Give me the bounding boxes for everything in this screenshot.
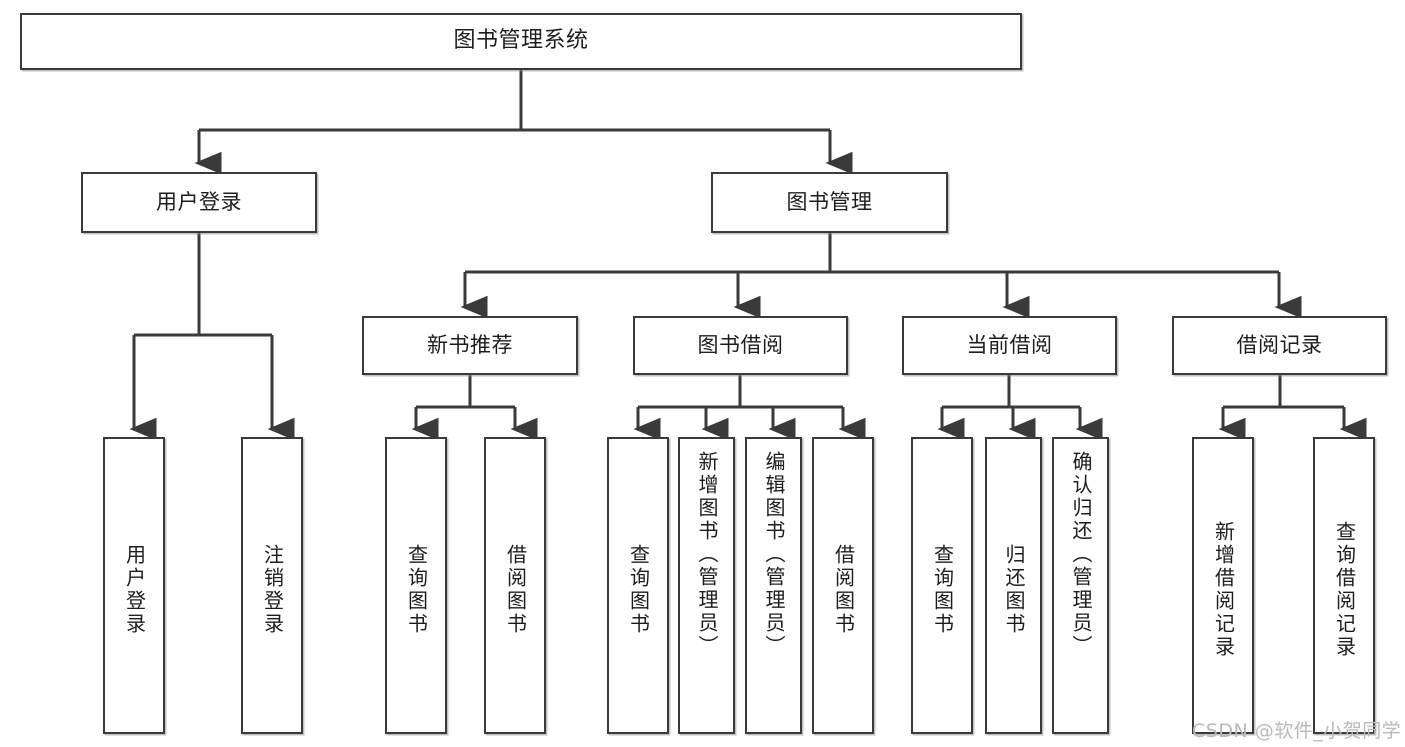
node-leaf-return-book[interactable]: 归还图书 — [985, 437, 1042, 734]
vtext-wrap: 查询图书 — [930, 447, 955, 732]
node-book-manage-label: 图书管理 — [786, 189, 873, 214]
vtext-wrap: 查询借阅记录 — [1332, 447, 1357, 732]
vtext-wrap: 注销登录 — [260, 447, 285, 732]
node-leaf-user-logout[interactable]: 注销登录 — [241, 437, 303, 734]
node-book-manage[interactable]: 图书管理 — [711, 172, 948, 233]
vtext-wrap: 查询图书 — [404, 447, 429, 732]
node-leaf-borrow-book-rec[interactable]: 借阅图书 — [484, 437, 546, 734]
node-leaf-borrow-book-rec-label: 借阅图书 — [503, 543, 528, 636]
node-leaf-query-borrow-record-label: 查询借阅记录 — [1332, 520, 1357, 659]
vtext-wrap: 借阅图书 — [503, 447, 528, 732]
node-leaf-edit-book-admin-label: 编辑图书（管理员） — [762, 451, 786, 658]
node-leaf-confirm-return-admin[interactable]: 确认归还（管理员） — [1052, 437, 1109, 734]
vtext-wrap: 归还图书 — [1002, 447, 1026, 732]
vtext-wrap: 编辑图书（管理员） — [762, 447, 786, 736]
node-leaf-borrow-book[interactable]: 借阅图书 — [812, 437, 874, 734]
vtext-wrap: 确认归还（管理员） — [1069, 447, 1093, 736]
node-leaf-query-book-current[interactable]: 查询图书 — [911, 437, 973, 734]
node-leaf-query-book-rec[interactable]: 查询图书 — [385, 437, 447, 734]
vtext-wrap: 借阅图书 — [831, 447, 856, 732]
node-borrow-record-label: 借阅记录 — [1236, 332, 1323, 357]
node-leaf-add-borrow-record[interactable]: 新增借阅记录 — [1192, 437, 1254, 734]
node-book-borrow[interactable]: 图书借阅 — [633, 316, 848, 375]
node-leaf-user-login-label: 用户登录 — [122, 543, 147, 636]
node-root[interactable]: 图书管理系统 — [20, 13, 1022, 70]
node-leaf-query-book-current-label: 查询图书 — [930, 543, 955, 636]
node-user-login-label: 用户登录 — [156, 189, 242, 214]
node-leaf-add-book-admin-label: 新增图书（管理员） — [695, 451, 719, 658]
node-leaf-add-book-admin[interactable]: 新增图书（管理员） — [678, 437, 735, 734]
node-leaf-query-book-rec-label: 查询图书 — [404, 543, 429, 636]
node-leaf-query-borrow-record[interactable]: 查询借阅记录 — [1313, 437, 1375, 734]
node-leaf-return-book-label: 归还图书 — [1002, 543, 1026, 636]
node-borrow-record[interactable]: 借阅记录 — [1172, 316, 1387, 375]
node-leaf-query-book-borrow-label: 查询图书 — [626, 543, 651, 636]
node-leaf-user-login[interactable]: 用户登录 — [103, 437, 165, 734]
vtext-wrap: 用户登录 — [122, 447, 147, 732]
node-leaf-user-logout-label: 注销登录 — [260, 543, 285, 636]
node-leaf-edit-book-admin[interactable]: 编辑图书（管理员） — [745, 437, 802, 734]
node-user-login[interactable]: 用户登录 — [81, 172, 317, 233]
vtext-wrap: 新增借阅记录 — [1211, 447, 1236, 732]
vtext-wrap: 新增图书（管理员） — [695, 447, 719, 736]
node-new-book-recommend-label: 新书推荐 — [427, 332, 513, 357]
node-new-book-recommend[interactable]: 新书推荐 — [362, 316, 578, 375]
node-leaf-add-borrow-record-label: 新增借阅记录 — [1211, 520, 1236, 659]
node-current-borrow[interactable]: 当前借阅 — [902, 316, 1117, 375]
node-leaf-query-book-borrow[interactable]: 查询图书 — [607, 437, 669, 734]
node-leaf-confirm-return-admin-label: 确认归还（管理员） — [1069, 451, 1093, 658]
node-current-borrow-label: 当前借阅 — [966, 332, 1053, 357]
node-leaf-borrow-book-label: 借阅图书 — [831, 543, 856, 636]
node-root-label: 图书管理系统 — [453, 28, 589, 54]
vtext-wrap: 查询图书 — [626, 447, 651, 732]
node-book-borrow-label: 图书借阅 — [697, 332, 784, 357]
